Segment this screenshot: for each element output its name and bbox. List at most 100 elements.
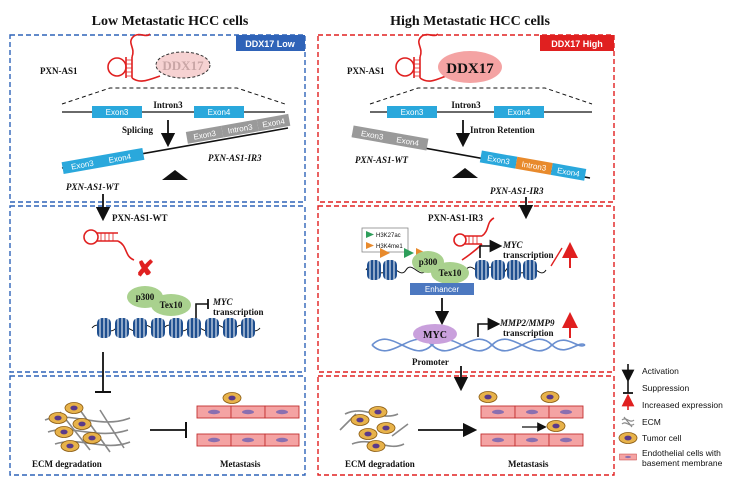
h3k27ac-label: H3K27ac <box>376 233 401 239</box>
legend-endothelial-label-2: basement membrane <box>642 458 723 468</box>
left-rna-hairpin-icon <box>107 33 161 82</box>
left-exon3-label: Exon3 <box>106 108 129 117</box>
left-ir3-exon3-box <box>185 125 224 144</box>
legend-endothelial-icon <box>619 453 637 461</box>
legend-tumor-label: Tumor cell <box>642 433 681 443</box>
right-ir3-hairpin-icon <box>453 217 495 261</box>
right-myc-activation-arrow <box>479 239 503 258</box>
left-wt-label: PXN-AS1-WT <box>66 182 120 192</box>
ddx17-high-badge-label: DDX17 High <box>551 39 603 49</box>
right-metastasis-label: Metastasis <box>508 459 549 469</box>
left-ddx17-label: DDX17 <box>162 58 204 73</box>
right-top-frame <box>317 34 615 203</box>
right-ir3-exon4-box <box>550 163 587 181</box>
left-splicing-label: Splicing <box>122 125 154 135</box>
left-wt-exon3-label: Exon3 <box>70 159 94 172</box>
right-intron3-label: Intron3 <box>451 100 481 110</box>
right-wt-exon3-label: Exon3 <box>360 129 384 142</box>
left-p300-label: p300 <box>136 292 155 302</box>
right-ddx17-blob <box>438 51 502 83</box>
right-exon3-label: Exon3 <box>401 108 424 117</box>
left-intron3-label: Intron3 <box>153 100 183 110</box>
left-zoom-lines <box>61 87 286 105</box>
left-title: Low Metastatic HCC cells <box>92 14 249 29</box>
right-ir3-exon4-label: Exon4 <box>556 166 580 179</box>
left-ecm-degradation-label: ECM degradation <box>32 459 102 469</box>
legend-ecm-icon <box>621 416 635 428</box>
right-exon3-box <box>387 106 437 118</box>
myc-protein-label: MYC <box>423 330 447 341</box>
right-red-slash <box>550 247 563 267</box>
block-x-icon: ✘ <box>136 256 154 281</box>
right-retention-label: Intron Retention <box>470 125 535 135</box>
right-dna-helix <box>371 338 586 352</box>
legend-ecm-label: ECM <box>642 417 661 427</box>
right-wt-exon4-label: Exon4 <box>396 135 420 148</box>
right-zoom-lines <box>369 87 593 105</box>
legend-endothelial-label-1: Endothelial cells with <box>642 448 721 458</box>
left-ddx17-faded-blob <box>155 51 211 79</box>
right-seesaw: Exon3 Exon4 Exon3 Intron3 Exon4 <box>351 125 591 181</box>
right-transcription-label-2: transcription <box>503 328 554 338</box>
right-myc-label: MYC <box>502 240 524 250</box>
right-wt-label: PXN-AS1-WT <box>355 155 409 165</box>
h3k4me1-flag-icon <box>366 242 374 249</box>
left-ir3-intron3-label: Intron3 <box>227 122 254 135</box>
left-pxn-as1-label: PXN-AS1 <box>40 66 78 76</box>
right-title: High Metastatic HCC cells <box>390 14 550 29</box>
left-ecm-cluster <box>44 402 131 453</box>
right-panel-frames <box>317 34 615 476</box>
right-tex10-label: Tex10 <box>439 268 462 278</box>
left-bottom-frame <box>9 375 306 476</box>
right-ir3-exon3-box <box>479 150 518 169</box>
left-wt-exon4-label: Exon4 <box>108 152 132 165</box>
right-rna-hairpin-icon <box>395 33 447 82</box>
right-endothelium <box>478 391 584 447</box>
left-tex10-label: Tex10 <box>160 300 183 310</box>
right-ir3-label-2: PXN-AS1-IR3 <box>428 213 483 223</box>
mmp-label: MMP2/MMP9 <box>499 318 555 328</box>
left-wt-label-2: PXN-AS1-WT <box>112 213 168 223</box>
left-top-frame <box>9 34 306 203</box>
legend-activation-label: Activation <box>642 366 679 376</box>
left-myc-label: MYC <box>212 297 234 307</box>
left-ir3-label: PXN-AS1-IR3 <box>208 153 262 163</box>
right-ir3-intron3-label: Intron3 <box>521 160 548 173</box>
left-wt-isoform-bar <box>61 147 145 175</box>
legend-suppression-label: Suppression <box>642 383 690 393</box>
histone-mark-legend-box <box>361 227 409 253</box>
left-panel-frames <box>9 34 306 476</box>
left-myc-suppression-mark <box>195 303 208 318</box>
ddx17-low-badge <box>236 35 305 51</box>
right-ir3-intron3-box <box>515 156 553 175</box>
right-h3k4me1-flag-1 <box>380 248 390 258</box>
myc-protein-blob <box>413 324 457 344</box>
left-ir3-exon3-label: Exon3 <box>193 129 217 142</box>
left-endothelium <box>196 392 300 447</box>
enhancer-label: Enhancer <box>425 285 460 294</box>
right-exon4-box <box>494 106 544 118</box>
legend-tumor-icon <box>618 432 638 444</box>
left-transcription-label: transcription <box>213 307 264 317</box>
right-pxn-as1-label: PXN-AS1 <box>347 66 385 76</box>
left-seesaw: Exon3 Exon4 Exon3 Intron3 Exon4 <box>61 113 291 180</box>
right-tex10-blob <box>431 262 469 284</box>
right-wt-isoform-bar <box>351 125 429 151</box>
right-h3k27ac-flag-1 <box>404 248 414 258</box>
left-exon4-label: Exon4 <box>208 108 231 117</box>
left-chromatin <box>91 317 261 339</box>
left-exon3-box <box>92 106 142 118</box>
h3k4me1-label: H3K4me1 <box>376 244 403 250</box>
right-exon4-label: Exon4 <box>508 108 531 117</box>
right-p300-label: p300 <box>419 257 438 267</box>
right-ir3-exon3-label: Exon3 <box>487 154 511 167</box>
enhancer-box <box>410 283 474 295</box>
right-transcription-label: transcription <box>503 250 554 260</box>
legend-increase-label: Increased expression <box>642 400 723 410</box>
left-wt-hairpin-icon <box>83 229 135 261</box>
right-ddx17-label: DDX17 <box>446 61 494 77</box>
left-exon4-box <box>194 106 244 118</box>
right-ir3-label: PXN-AS1-IR3 <box>490 186 544 196</box>
right-bottom-frame <box>317 375 615 476</box>
